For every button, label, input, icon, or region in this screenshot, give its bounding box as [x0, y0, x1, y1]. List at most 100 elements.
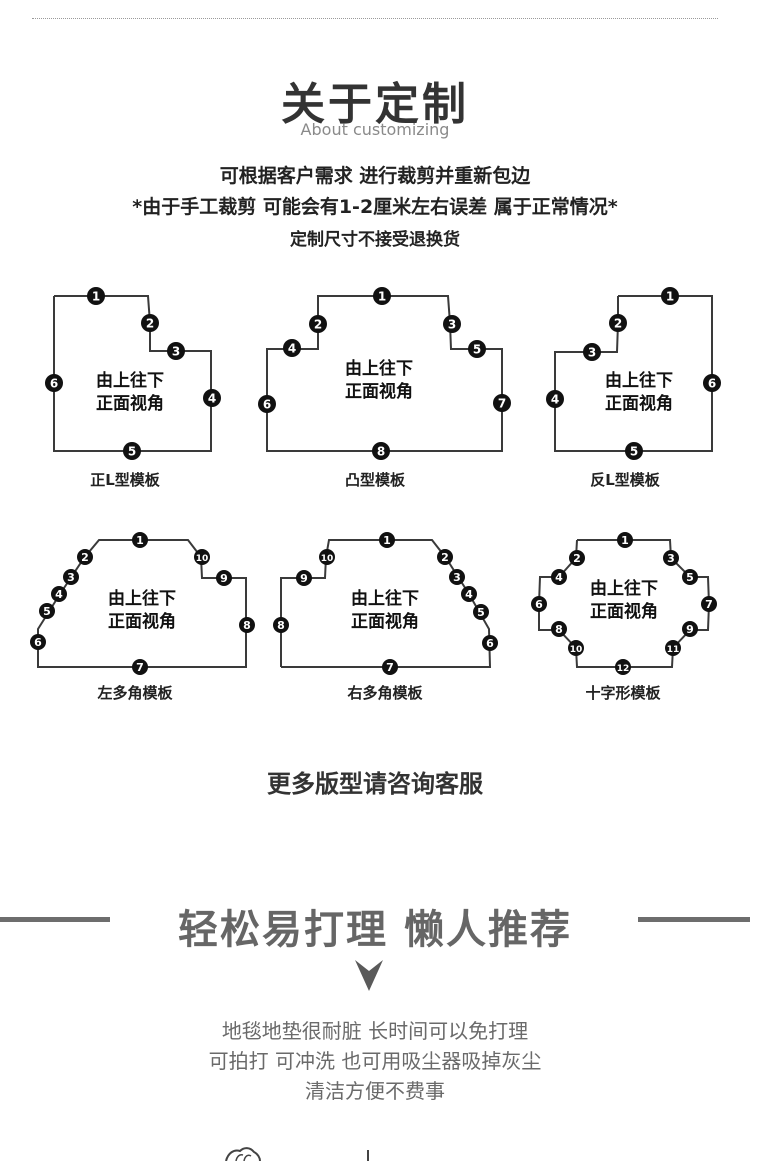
point-marker: 2: [609, 314, 627, 332]
description-line-2: *由于手工裁剪 可能会有1-2厘米左右误差 属于正常情况*: [132, 196, 618, 218]
svg-text:8: 8: [243, 619, 251, 632]
point-marker: 3: [167, 342, 185, 360]
page-subtitle: About customizing: [300, 120, 450, 139]
svg-text:3: 3: [453, 571, 461, 584]
svg-text:10: 10: [321, 554, 334, 564]
svg-text:2: 2: [81, 551, 89, 564]
view-hint: 由上往下 正面视角: [96, 371, 164, 414]
point-marker: 2: [77, 549, 93, 565]
svg-text:8: 8: [377, 445, 385, 459]
point-marker: 4: [546, 390, 564, 408]
svg-text:7: 7: [705, 598, 713, 611]
template-label: 凸型模板: [344, 471, 405, 489]
svg-text:6: 6: [34, 636, 42, 649]
point-marker: 1: [132, 532, 148, 548]
heading-bar-left: [0, 917, 110, 922]
template-label: 右多角模板: [347, 684, 423, 702]
svg-text:10: 10: [570, 645, 583, 655]
template-right-multi-angle-diagram: 1 2 3 4 5 6 7 8 9 10: [273, 532, 498, 675]
svg-text:1: 1: [383, 534, 391, 547]
point-marker: 1: [379, 532, 395, 548]
template-label: 十字形模板: [585, 684, 661, 702]
care-line-2: 可拍打 可冲洗 也可用吸尘器吸掉灰尘: [208, 1049, 542, 1073]
chevron-down-icon: [355, 960, 383, 991]
point-marker: 4: [203, 389, 221, 407]
svg-text:9: 9: [300, 572, 308, 585]
svg-text:6: 6: [708, 377, 716, 391]
svg-text:4: 4: [208, 392, 216, 406]
svg-text:3: 3: [667, 552, 675, 565]
svg-text:3: 3: [448, 318, 456, 332]
hand-icon: [225, 1147, 261, 1161]
svg-text:2: 2: [573, 552, 581, 565]
point-marker: 8: [372, 442, 390, 460]
template-convex-shape: 1 2 3 4 5 6 7 8 由上往下 正面视角 凸型模板: [250, 283, 511, 513]
point-marker: 11: [665, 640, 681, 656]
template-reverse-l-shape-diagram: 1 2 3 4 5 6: [546, 287, 721, 460]
point-marker: 8: [273, 617, 289, 633]
template-convex-shape-diagram: 1 2 3 4 5 6 7 8: [258, 287, 511, 460]
view-hint: 由上往下 正面视角: [345, 359, 413, 402]
point-marker: 7: [382, 659, 398, 675]
svg-text:1: 1: [666, 290, 674, 304]
point-marker: 8: [239, 617, 255, 633]
svg-text:5: 5: [128, 445, 136, 459]
svg-text:3: 3: [67, 571, 75, 584]
point-marker: 2: [437, 549, 453, 565]
point-marker: 5: [473, 604, 489, 620]
svg-text:4: 4: [288, 342, 296, 356]
point-marker: 3: [443, 315, 461, 333]
svg-text:1: 1: [136, 534, 144, 547]
point-marker: 5: [39, 603, 55, 619]
point-marker: 3: [63, 569, 79, 585]
svg-text:2: 2: [441, 551, 449, 564]
heading-bar-right: [638, 917, 750, 922]
svg-text:1: 1: [92, 290, 100, 304]
care-line-1: 地毯地垫很耐脏 长时间可以免打理: [221, 1019, 529, 1043]
svg-text:4: 4: [551, 393, 559, 407]
template-cross-shape: 1 2 3 4 5 6 7 8 9 10 11 12 由上往下 正面视角 十字形…: [500, 527, 750, 757]
dotted-divider: [32, 18, 718, 19]
point-marker: 2: [141, 314, 159, 332]
svg-text:9: 9: [220, 572, 228, 585]
svg-text:5: 5: [43, 605, 51, 618]
decorative-stroke: [367, 1150, 369, 1161]
svg-text:4: 4: [55, 588, 63, 601]
svg-text:3: 3: [588, 346, 596, 360]
point-marker: 2: [309, 315, 327, 333]
point-marker: 10: [194, 549, 210, 565]
point-marker: 4: [283, 339, 301, 357]
template-label: 反L型模板: [590, 471, 660, 489]
svg-text:11: 11: [667, 645, 680, 655]
point-marker: 9: [296, 570, 312, 586]
svg-text:2: 2: [314, 318, 322, 332]
point-marker: 6: [703, 374, 721, 392]
care-heading: 轻松易打理 懒人推荐: [178, 907, 572, 953]
point-marker: 3: [663, 550, 679, 566]
view-hint: 由上往下 正面视角: [590, 579, 658, 622]
point-marker: 12: [615, 659, 631, 675]
svg-text:4: 4: [555, 571, 563, 584]
point-marker: 6: [531, 596, 547, 612]
point-marker: 1: [661, 287, 679, 305]
page-title: 关于定制: [281, 79, 469, 130]
point-marker: 8: [551, 621, 567, 637]
svg-text:9: 9: [686, 623, 694, 636]
point-marker: 7: [493, 394, 511, 412]
template-cross-shape-diagram: 1 2 3 4 5 6 7 8 9 10 11 12: [531, 532, 717, 675]
point-marker: 7: [132, 659, 148, 675]
point-marker: 6: [45, 374, 63, 392]
point-marker: 9: [682, 621, 698, 637]
svg-text:6: 6: [486, 637, 494, 650]
template-label: 正L型模板: [90, 471, 160, 489]
point-marker: 10: [319, 549, 335, 565]
svg-text:7: 7: [498, 397, 506, 411]
template-l-shape-diagram: 1 2 3 4 5 6: [45, 287, 221, 460]
template-reverse-l-shape: 1 2 3 4 5 6 由上往下 正面视角 反L型模板: [500, 283, 750, 513]
point-marker: 1: [87, 287, 105, 305]
svg-text:12: 12: [617, 664, 630, 674]
point-marker: 5: [123, 442, 141, 460]
svg-text:8: 8: [277, 619, 285, 632]
point-marker: 4: [461, 586, 477, 602]
description-line-1: 可根据客户需求 进行裁剪并重新包边: [219, 165, 531, 187]
